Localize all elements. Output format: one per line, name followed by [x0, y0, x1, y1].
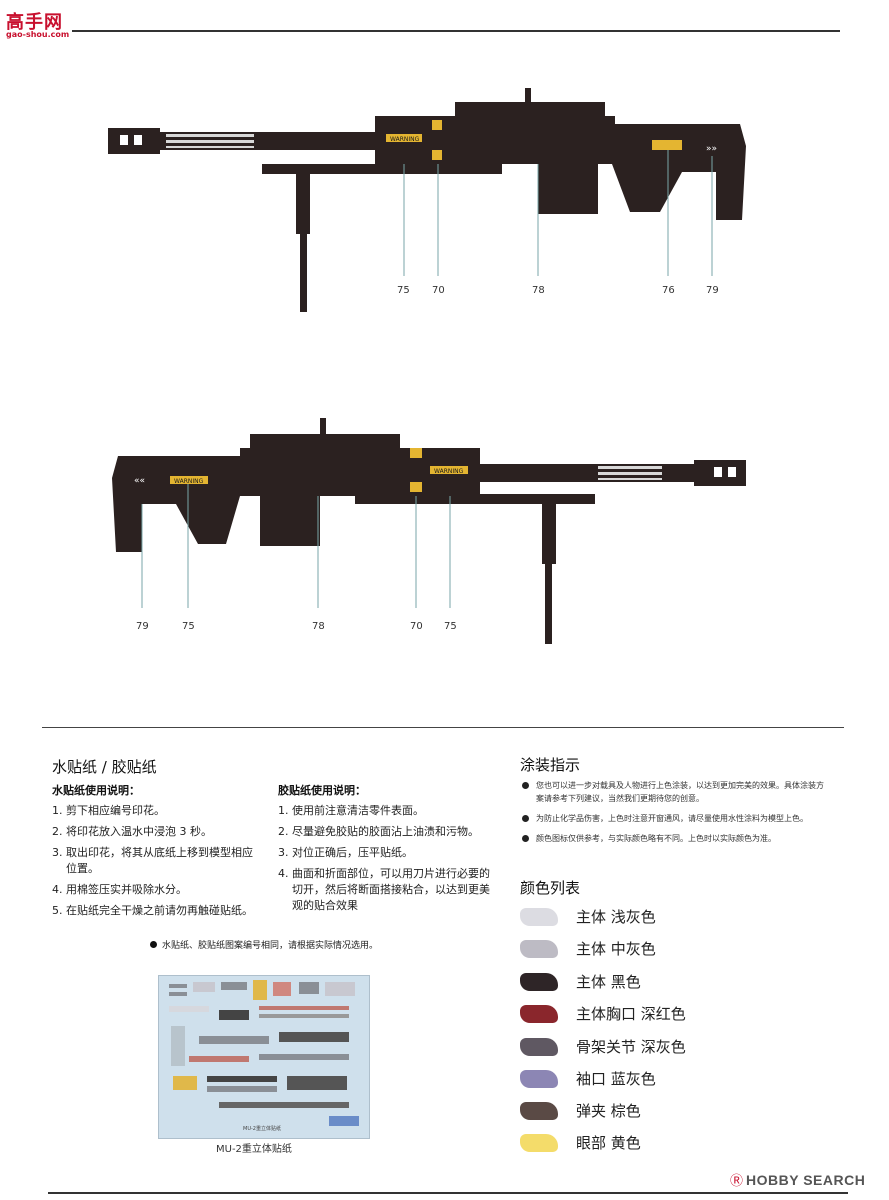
step-item: 3.取出印花，将其从底纸上移到模型相应位置。	[52, 846, 253, 875]
callout-label: 70	[410, 621, 423, 632]
warning-decal	[170, 476, 208, 484]
tip-item: 为防止化学品伤害，上色时注意开窗通风，请尽量使用水性涂料为模型上色。	[520, 812, 826, 825]
color-swatch	[520, 908, 558, 926]
color-swatch	[520, 1038, 558, 1056]
stock	[112, 456, 240, 552]
color-swatch	[520, 1070, 558, 1088]
color-label: 主体 浅灰色	[576, 908, 656, 926]
warning-decal-text: WARNING	[390, 136, 420, 143]
step-item: 4.用棉签压实并吸除水分。	[52, 883, 187, 896]
paint-section-title: 涂装指示	[520, 756, 581, 774]
section-divider	[42, 727, 844, 728]
callout-label: 75	[444, 621, 457, 632]
step-item: 4.曲面和折面部位，可以用刀片进行必要的切开，然后将断面搭接粘合，以达到更美观的…	[278, 867, 490, 912]
decal-section-title: 水贴纸 / 胶贴纸	[52, 758, 157, 776]
callout-label: 78	[312, 621, 325, 632]
callout-lines-top	[403, 150, 713, 276]
callout-label: 76	[662, 285, 675, 296]
tip-item: 颜色图标仅供参考，与实际颜色略有不同。上色时以实际颜色为准。	[520, 832, 826, 845]
logo-subtext: gao-shou.com	[6, 30, 70, 39]
rifle-bottom-details: WARNING WARNING ««	[134, 448, 736, 492]
step-item: 2.将印花放入温水中浸泡 3 秒。	[52, 825, 212, 838]
color-label: 弹夹 棕色	[576, 1102, 641, 1120]
rail	[355, 494, 595, 504]
brand-text: HOBBY SEARCH	[746, 1172, 866, 1188]
step-item: 2.尽量避免胶贴的胶面沾上油渍和污物。	[278, 825, 479, 838]
callout-label: 78	[532, 285, 545, 296]
callout-label: 79	[706, 285, 719, 296]
callout-label: 70	[432, 285, 445, 296]
decal-note: 水贴纸、胶贴纸图案编号相同，请根据实际情况选用。	[150, 938, 378, 951]
bipod-leg-upper	[296, 174, 310, 234]
sticker-subtitle: 胶贴纸使用说明：	[278, 784, 366, 797]
bullet-icon	[150, 941, 157, 948]
water-decal-subtitle: 水贴纸使用说明：	[52, 784, 140, 797]
color-label: 袖口 蓝灰色	[576, 1070, 656, 1088]
step-item: 3.对位正确后，压平贴纸。	[278, 846, 413, 859]
color-swatch	[520, 1134, 558, 1152]
callout-lines-bottom	[141, 484, 451, 608]
color-swatch	[520, 940, 558, 958]
barrel	[474, 464, 696, 482]
decal-sheet-graphic: MU-2重立体贴纸	[169, 980, 359, 1132]
warning-decal	[430, 466, 468, 474]
decal-sheet-caption: MU-2重立体贴纸	[216, 1144, 292, 1155]
rifle-top-details: WARNING »»	[120, 120, 717, 160]
bottom-rule	[48, 1192, 848, 1194]
warning-decal-text: WARNING	[434, 468, 464, 475]
color-list-title: 颜色列表	[520, 879, 581, 897]
rifle-illustration-bottom: WARNING WARNING ««	[112, 418, 746, 644]
decal-sheet-image: MU-2重立体贴纸	[158, 975, 370, 1139]
color-swatch	[520, 1102, 558, 1120]
rifle-top-body	[108, 88, 746, 312]
rear-sight	[320, 418, 326, 436]
magazine	[538, 164, 598, 214]
rifle-bottom-body	[112, 418, 746, 644]
paint-tips: 您也可以进一步对载具及人物进行上色涂装，以达到更加完美的效果。具体涂装方案请参考…	[520, 779, 826, 852]
color-swatch	[520, 973, 558, 991]
callout-label: 75	[182, 621, 195, 632]
sticker-steps: 1.使用前注意清洁零件表面。 2.尽量避免胶贴的胶面沾上油渍和污物。 3.对位正…	[278, 803, 490, 919]
color-label: 眼部 黄色	[576, 1134, 641, 1152]
step-item: 1.剪下相应编号印花。	[52, 804, 165, 817]
svg-text:««: ««	[134, 476, 145, 486]
color-label: 骨架关节 深灰色	[576, 1038, 686, 1056]
callout-label: 79	[136, 621, 149, 632]
rail	[262, 164, 502, 174]
bipod-leg-lower	[545, 560, 552, 644]
svg-text:»»: »»	[706, 144, 717, 154]
color-swatch	[520, 1005, 558, 1023]
color-label: 主体胸口 深红色	[576, 1005, 686, 1023]
step-item: 1.使用前注意清洁零件表面。	[278, 804, 424, 817]
step-item: 5.在贴纸完全干燥之前请勿再触碰贴纸。	[52, 904, 253, 917]
warning-decal-text: WARNING	[174, 478, 204, 485]
sheet-inner-label: MU-2重立体贴纸	[243, 1125, 281, 1132]
bipod-leg-lower	[300, 230, 307, 312]
rear-sight	[525, 88, 531, 106]
stock	[612, 124, 746, 220]
brand-mark-icon: Ⓡ	[730, 1174, 744, 1189]
tip-item: 您也可以进一步对载具及人物进行上色涂装，以达到更加完美的效果。具体涂装方案请参考…	[520, 779, 826, 805]
callout-label: 75	[397, 285, 410, 296]
bipod-leg-upper	[542, 504, 556, 564]
logo-text: 高手网	[6, 12, 63, 33]
top-rule	[72, 30, 840, 32]
water-decal-steps: 1.剪下相应编号印花。 2.将印花放入温水中浸泡 3 秒。 3.取出印花，将其从…	[52, 803, 257, 924]
rifle-illustration-top: WARNING »»	[108, 88, 746, 312]
warning-decal	[386, 134, 422, 142]
magazine	[260, 496, 320, 546]
color-label: 主体 中灰色	[576, 940, 656, 958]
color-label: 主体 黑色	[576, 973, 641, 991]
site-logo[interactable]: 高手网 gao-shou.com	[6, 8, 76, 39]
